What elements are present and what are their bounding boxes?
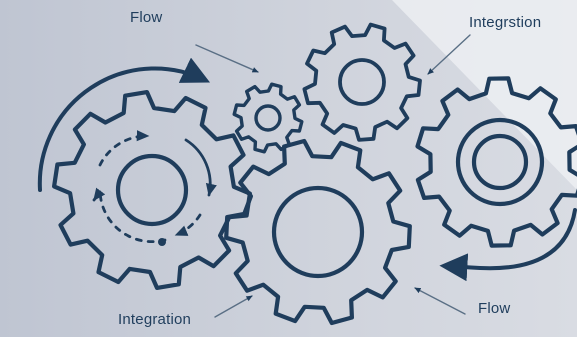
flow-arrow	[92, 187, 106, 202]
small-gear-hub	[254, 104, 282, 132]
circular-arrow-icon	[37, 57, 211, 192]
dashed-flow-arrow	[174, 213, 202, 237]
integration-label-top: Integrstion	[469, 14, 542, 31]
gear-icon	[232, 82, 304, 154]
flow-dot	[158, 238, 166, 246]
large-center-gear-hub	[271, 185, 365, 279]
dashed-flow-arrow	[98, 188, 167, 244]
right-gear-hub	[471, 133, 529, 191]
pointer-arrow-icon	[195, 44, 259, 73]
dashed-flow-arrow	[98, 130, 150, 167]
top-medium-gear-hub	[338, 58, 386, 106]
flow-arrow	[184, 138, 217, 197]
gear-icon	[52, 90, 252, 290]
large-left-gear-hub	[115, 153, 189, 227]
right-gear-hub	[455, 117, 545, 207]
pointer-arrow-icon	[414, 287, 466, 315]
circular-arrow-icon	[439, 208, 577, 282]
pointer-arrow-icon	[214, 295, 253, 318]
gear-icon	[302, 22, 422, 142]
integration-label-bottom: Integration	[118, 311, 192, 328]
gear-icon	[415, 76, 577, 248]
pointer-arrow-icon	[427, 34, 471, 75]
flow-label-top: Flow	[130, 9, 163, 26]
flow-label-bottom: Flow	[478, 300, 511, 317]
gear-icon	[224, 138, 412, 326]
